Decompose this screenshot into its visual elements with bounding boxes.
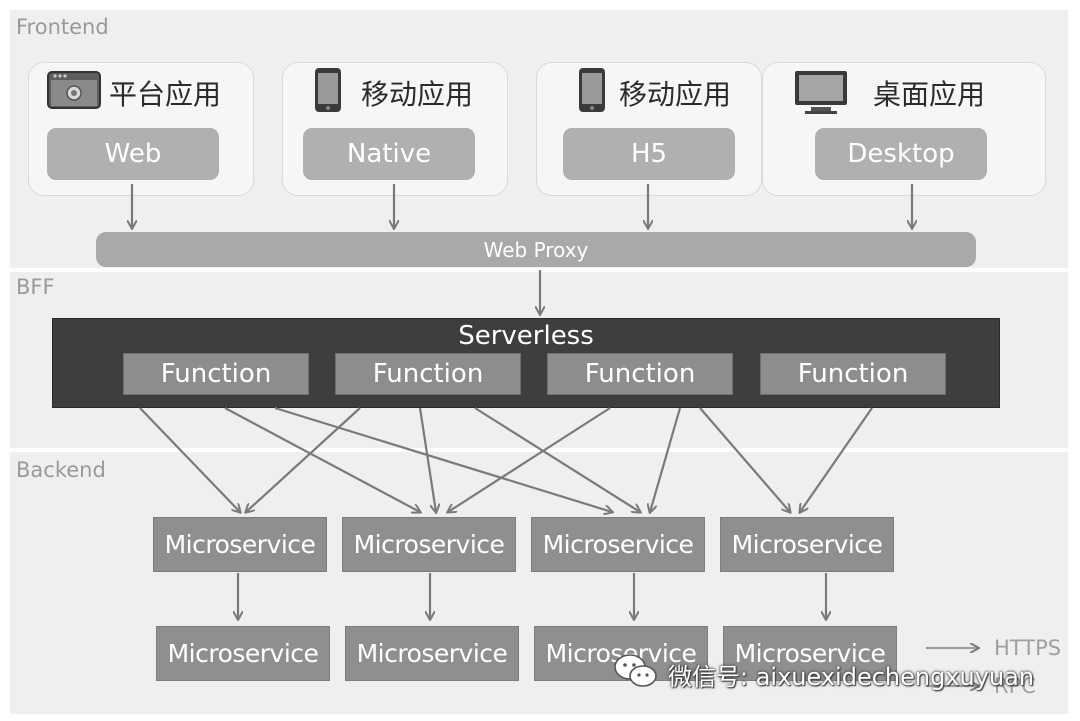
function-box: Function [335,353,521,395]
phone-icon [577,67,607,117]
microservice-box: Microservice [342,517,516,572]
arrow-line [246,407,361,512]
function-box: Function [760,353,946,395]
microservice-box: Microservice [720,517,894,572]
platform-card-desktop: 桌面应用 Desktop [762,62,1046,196]
legend-rpc-label: RPC [994,674,1036,698]
native-button[interactable]: Native [303,128,475,180]
arrow-line [274,406,612,512]
microservice-box: Microservice [723,626,897,681]
arrow-line [139,407,240,512]
backend-label: Backend [16,458,106,482]
microservice-box: Microservice [153,517,327,572]
microservice-box: Microservice [345,626,519,681]
function-box: Function [123,353,309,395]
platform-title: 移动应用 [361,78,474,111]
microservice-box: Microservice [531,517,705,572]
browser-icon [47,71,103,115]
microservice-box: Microservice [156,626,330,681]
arrow-line [800,407,873,512]
monitor-icon [793,69,849,119]
platform-card-native: 移动应用 Native [282,62,508,196]
platform-card-h5: 移动应用 H5 [536,62,762,196]
web-button[interactable]: Web [47,128,219,180]
bff-label: BFF [16,275,55,299]
arrow-line [448,407,611,512]
platform-title: 移动应用 [619,78,732,111]
function-box: Function [547,353,733,395]
serverless-title: Serverless [458,321,594,351]
arrow-line [224,407,420,512]
serverless-container: Serverless Function Function Function Fu… [52,318,1000,408]
legend-https-label: HTTPS [994,636,1062,660]
arrow-line [699,407,790,512]
phone-icon [313,67,343,117]
wechat-icon [612,651,660,695]
arrow-line [418,407,436,512]
platform-title: 平台应用 [109,78,222,111]
arrow-line [474,407,640,512]
frontend-label: Frontend [16,15,109,39]
desktop-button[interactable]: Desktop [815,128,987,180]
platform-card-web: 平台应用 Web [28,62,254,196]
web-proxy-bar: Web Proxy [96,232,976,267]
arrow-line [650,407,682,512]
watermark-text: 微信号: aixuexidechengxuyuan [668,663,1035,691]
h5-button[interactable]: H5 [563,128,735,180]
platform-title: 桌面应用 [873,78,986,111]
